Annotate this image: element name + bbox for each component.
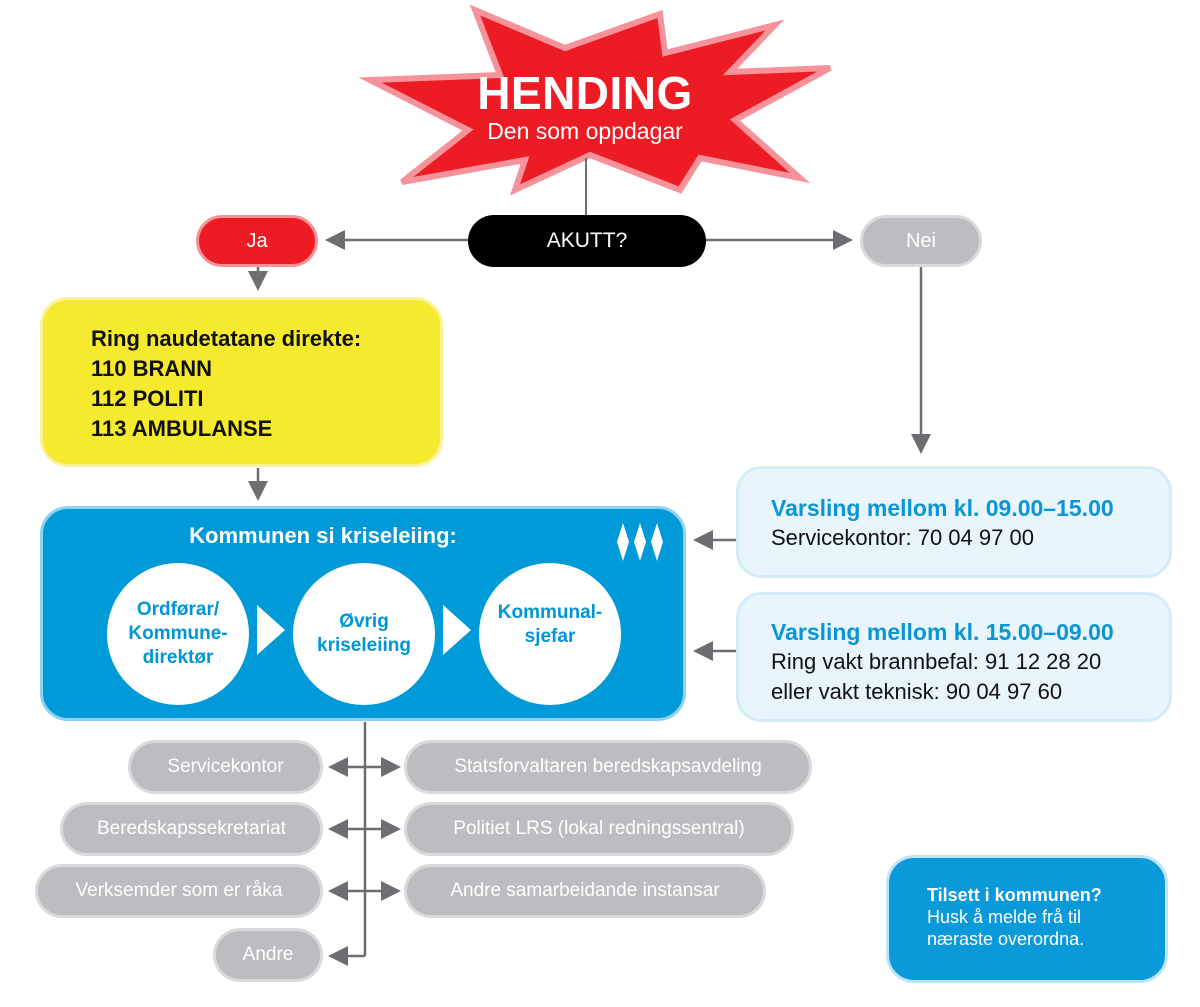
step-municipal-chiefs: Kommunal- sjefar [479,563,621,705]
step-mayor-line1: Ordførar/ [136,599,220,620]
decision-node: AKUTT? [468,215,706,267]
event-subtitle: Den som oppdagar [487,118,683,144]
contact-statsforvaltaren: Statsforvaltaren beredskapsavdeling [404,740,812,794]
emergency-number-police: 112 POLITI [91,386,204,411]
notify-night-technical: eller vakt teknisk: 90 04 97 60 [771,679,1063,704]
decision-question: AKUTT? [546,229,628,252]
chevron-right-icon [443,605,471,655]
employee-note-line2: næraste overordna. [927,929,1085,949]
notify-night-heading: Varsling mellom kl. 15.00–09.00 [771,619,1114,645]
emergency-heading: Ring naudetatane direkte: [91,326,362,351]
contact-label: Servicekontor [167,756,284,777]
yes-label: Ja [246,229,268,252]
contact-label: Verksemder som er råka [75,880,283,901]
contact-politiet-lrs: Politiet LRS (lokal redningssentral) [404,802,794,856]
employee-note-box: Tilsett i kommunen? Husk å melde frå til… [886,855,1168,983]
no-label: Nei [905,229,936,252]
emergency-number-fire: 110 BRANN [91,356,213,381]
contact-servicekontor: Servicekontor [128,740,323,794]
emergency-number-ambulance: 113 AMBULANSE [91,416,273,441]
contact-beredskapssekretariat: Beredskapssekretariat [60,802,323,856]
no-node: Nei [860,215,982,267]
step-chiefs-line2: sjefar [524,626,576,647]
employee-note-heading: Tilsett i kommunen? [927,885,1102,905]
notify-night-box: Varsling mellom kl. 15.00–09.00 Ring vak… [736,592,1172,722]
step-mayor-line3: direktør [142,647,214,668]
contact-label: Andre [242,944,294,965]
notify-day-phone: Servicekontor: 70 04 97 00 [771,525,1034,550]
contact-label: Beredskapssekretariat [96,818,287,839]
crisis-management-title: Kommunen si kriseleiing: [189,523,457,548]
crisis-management-box: Kommunen si kriseleiing: Ordførar/ Kommu… [40,506,686,721]
contact-affected-businesses: Verksemder som er råka [35,864,323,918]
contact-label: Andre samarbeidande instansar [450,880,720,901]
yes-node: Ja [196,215,318,267]
step-other-crisis-mgmt: Øvrig kriseleiing [293,563,435,705]
contact-label: Politiet LRS (lokal redningssentral) [453,818,745,839]
notify-night-fire-officer: Ring vakt brannbefal: 91 12 28 20 [771,649,1102,674]
step-other-line1: Øvrig [339,611,389,632]
employee-note-line1: Husk å melde frå til [927,907,1082,927]
notify-day-heading: Varsling mellom kl. 09.00–15.00 [771,495,1114,521]
step-mayor-line2: Kommune- [128,623,228,644]
contact-others: Andre [213,928,323,982]
step-mayor: Ordførar/ Kommune- direktør [107,563,249,705]
event-title: HENDING [477,67,693,119]
three-diamonds-icon [617,523,663,561]
chevron-right-icon [257,605,285,655]
emergency-box: Ring naudetatane direkte: 110 BRANN 112 … [40,297,443,467]
step-chiefs-line1: Kommunal- [497,602,603,623]
contact-other-agencies: Andre samarbeidande instansar [404,864,766,918]
contact-label: Statsforvaltaren beredskapsavdeling [454,756,762,777]
starburst-shape [358,4,832,196]
notify-day-box: Varsling mellom kl. 09.00–15.00 Servicek… [736,466,1172,578]
step-other-line2: kriseleiing [317,635,411,656]
